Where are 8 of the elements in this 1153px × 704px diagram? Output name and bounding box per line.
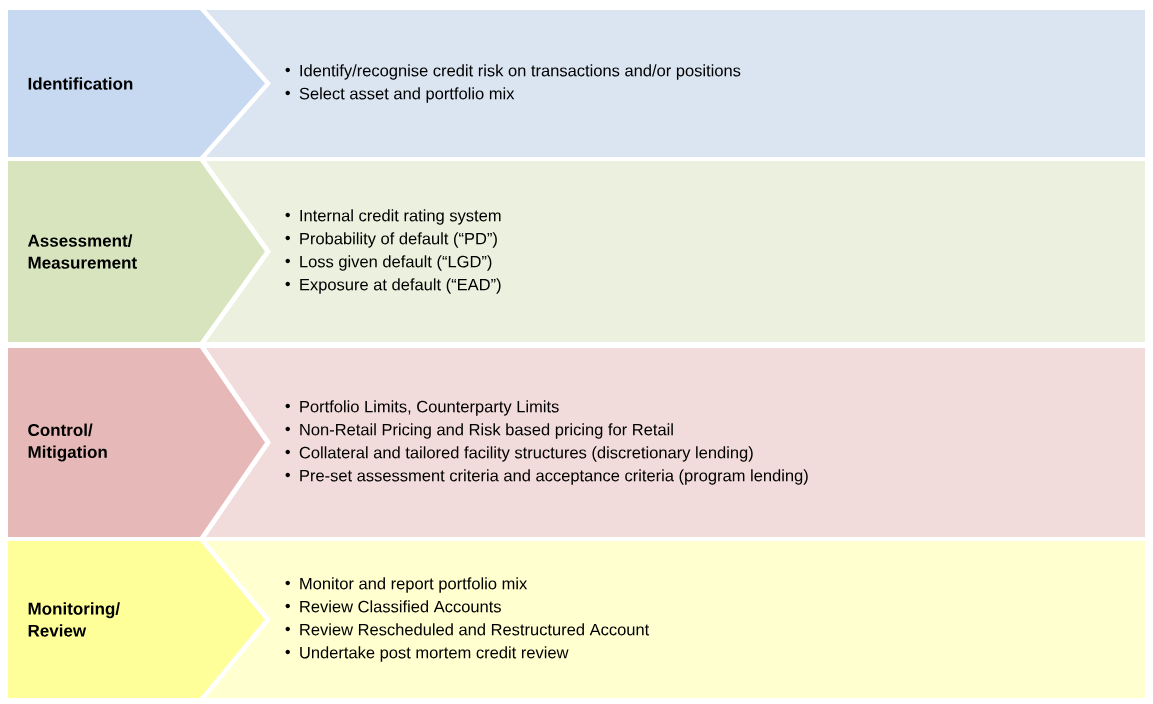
content-panel: Portfolio Limits, Counterparty Limits Non-Retail Pricing and Risk based pricing for Retail Collateral and tailored facility structures (discretionary lending) Pre-set assessment criteria and acceptance criteria (program lending) [206, 348, 1145, 537]
content-panel: Internal credit rating system Probability of default (“PD”) Loss given default (“LGD”) Exposure at default (“EAD”) [206, 161, 1145, 342]
chevron-label: Assessment/ Measurement [8, 161, 265, 342]
chevron-label: Monitoring/ Review [8, 541, 265, 698]
content-panel: Identify/recognise credit risk on transactions and/or positions Select asset and portfolio mix [206, 10, 1145, 157]
content-panel: Monitor and report portfolio mix Review Classified Accounts Review Rescheduled and Restructured Account Undertake post mortem credit review [206, 541, 1145, 698]
chevron-label: Identification [8, 10, 265, 157]
chevron-label: Control/ Mitigation [8, 348, 265, 537]
